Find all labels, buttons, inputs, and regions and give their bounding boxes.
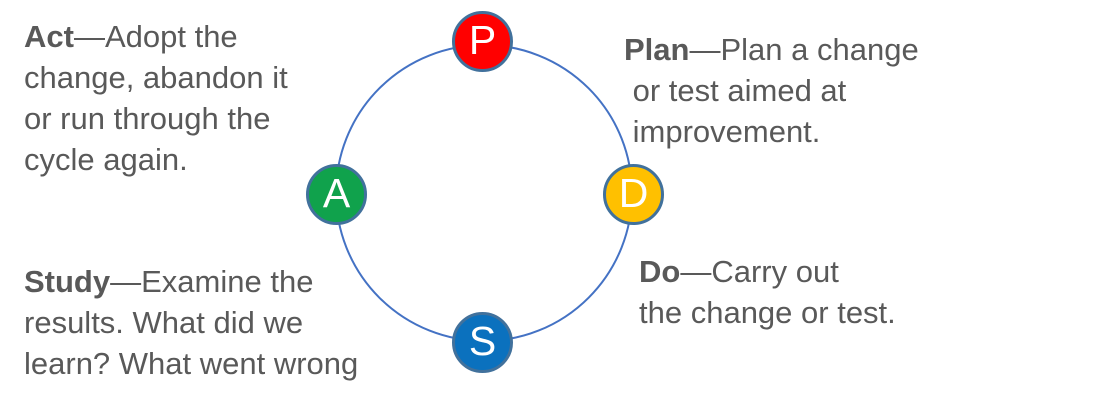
do-caption: Do—Carry out the change or test. (639, 251, 999, 333)
act-caption-term: Act (24, 19, 74, 54)
plan-node-letter: P (468, 17, 497, 63)
study-node-badge: S (452, 312, 513, 373)
act-node-badge: A (306, 164, 367, 225)
act-node-letter: A (322, 170, 351, 216)
study-caption: Study—Examine the results. What did we l… (24, 261, 444, 384)
do-node-letter: D (618, 170, 649, 216)
plan-caption: Plan—Plan a change or test aimed at impr… (624, 29, 984, 152)
study-caption-text: —Examine the results. What did we learn?… (24, 264, 359, 381)
do-node-badge: D (603, 164, 664, 225)
plan-node-badge: P (452, 11, 513, 72)
do-caption-term: Do (639, 254, 681, 289)
do-caption-text: —Carry out the change or test. (639, 254, 896, 330)
study-caption-term: Study (24, 264, 111, 299)
act-caption-text: —Adopt the change, abandon it or run thr… (24, 19, 288, 177)
plan-caption-term: Plan (624, 32, 690, 67)
act-caption: Act—Adopt the change, abandon it or run … (24, 16, 384, 180)
plan-caption-text: —Plan a change or test aimed at improvem… (632, 32, 919, 149)
study-node-letter: S (468, 318, 497, 364)
